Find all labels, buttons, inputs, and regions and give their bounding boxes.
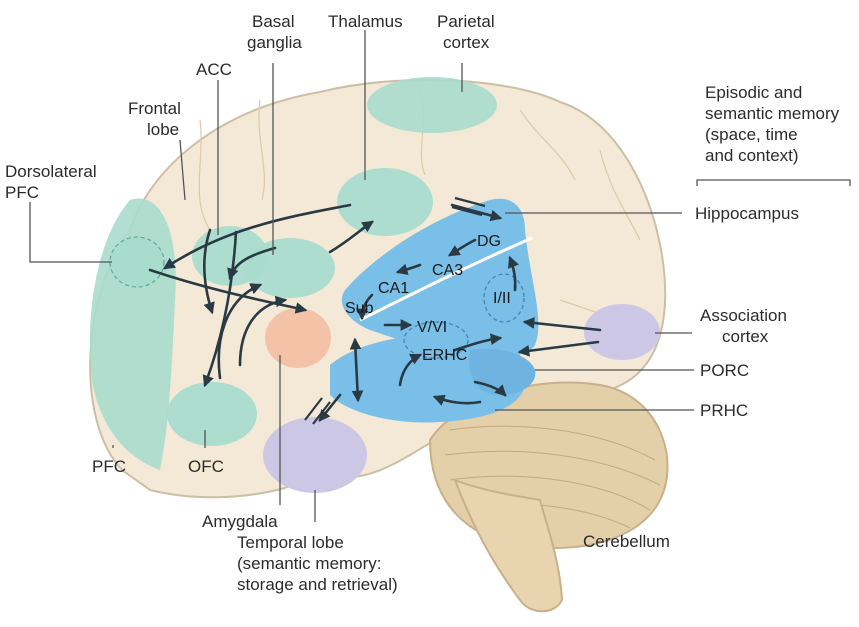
dorsolateral-pfc-region [110,237,164,287]
label-ofc: OFC [188,457,224,476]
association-cortex-region [584,304,660,360]
label-frontal-lobe: Frontal [128,99,181,118]
label-dg: DG [477,233,501,250]
label-acc: ACC [196,60,232,79]
label-basal-ganglia-line2: ganglia [247,33,302,52]
temporal-lobe-region [263,417,367,493]
label-parietal-cortex-line2: cortex [443,33,490,52]
basal-ganglia-region [245,238,335,298]
parietal-cortex-region [367,77,497,133]
thalamus-region [337,168,433,236]
label-i-ii: I/II [493,290,511,307]
label-association-cortex: Association [700,306,787,325]
label-parietal-cortex: Parietal [437,12,495,31]
label-amygdala: Amygdala [202,512,278,531]
label-association-cortex-line2: cortex [722,327,769,346]
amygdala-region [265,308,331,368]
label-v-vi: V/VI [417,319,447,336]
label-thalamus: Thalamus [328,12,403,31]
label-episodic-memory-line2: semantic memory [705,104,840,123]
label-dorsolateral-pfc-line2: PFC [5,183,39,202]
label-dorsolateral-pfc: Dorsolateral [5,162,97,181]
label-frontal-lobe-line2: lobe [147,120,179,139]
label-pfc: PFC [92,457,126,476]
label-temporal-lobe-line2: (semantic memory: [237,554,382,573]
label-sub: Sub [345,300,374,317]
label-ca1: CA1 [378,280,409,297]
label-episodic-memory-line4: and context) [705,146,799,165]
label-ca3: CA3 [432,262,463,279]
label-temporal-lobe-line3: storage and retrieval) [237,575,398,594]
label-episodic-memory: Episodic and [705,83,802,102]
ofc-region [167,382,257,446]
label-hippocampus: Hippocampus [695,204,799,223]
label-episodic-memory-line3: (space, time [705,125,798,144]
label-erhc: ERHC [422,347,467,364]
label-prhc: PRHC [700,401,748,420]
label-temporal-lobe: Temporal lobe [237,533,344,552]
label-cerebellum: Cerebellum [583,532,670,551]
label-porc: PORC [700,361,749,380]
label-basal-ganglia: Basal [252,12,295,31]
